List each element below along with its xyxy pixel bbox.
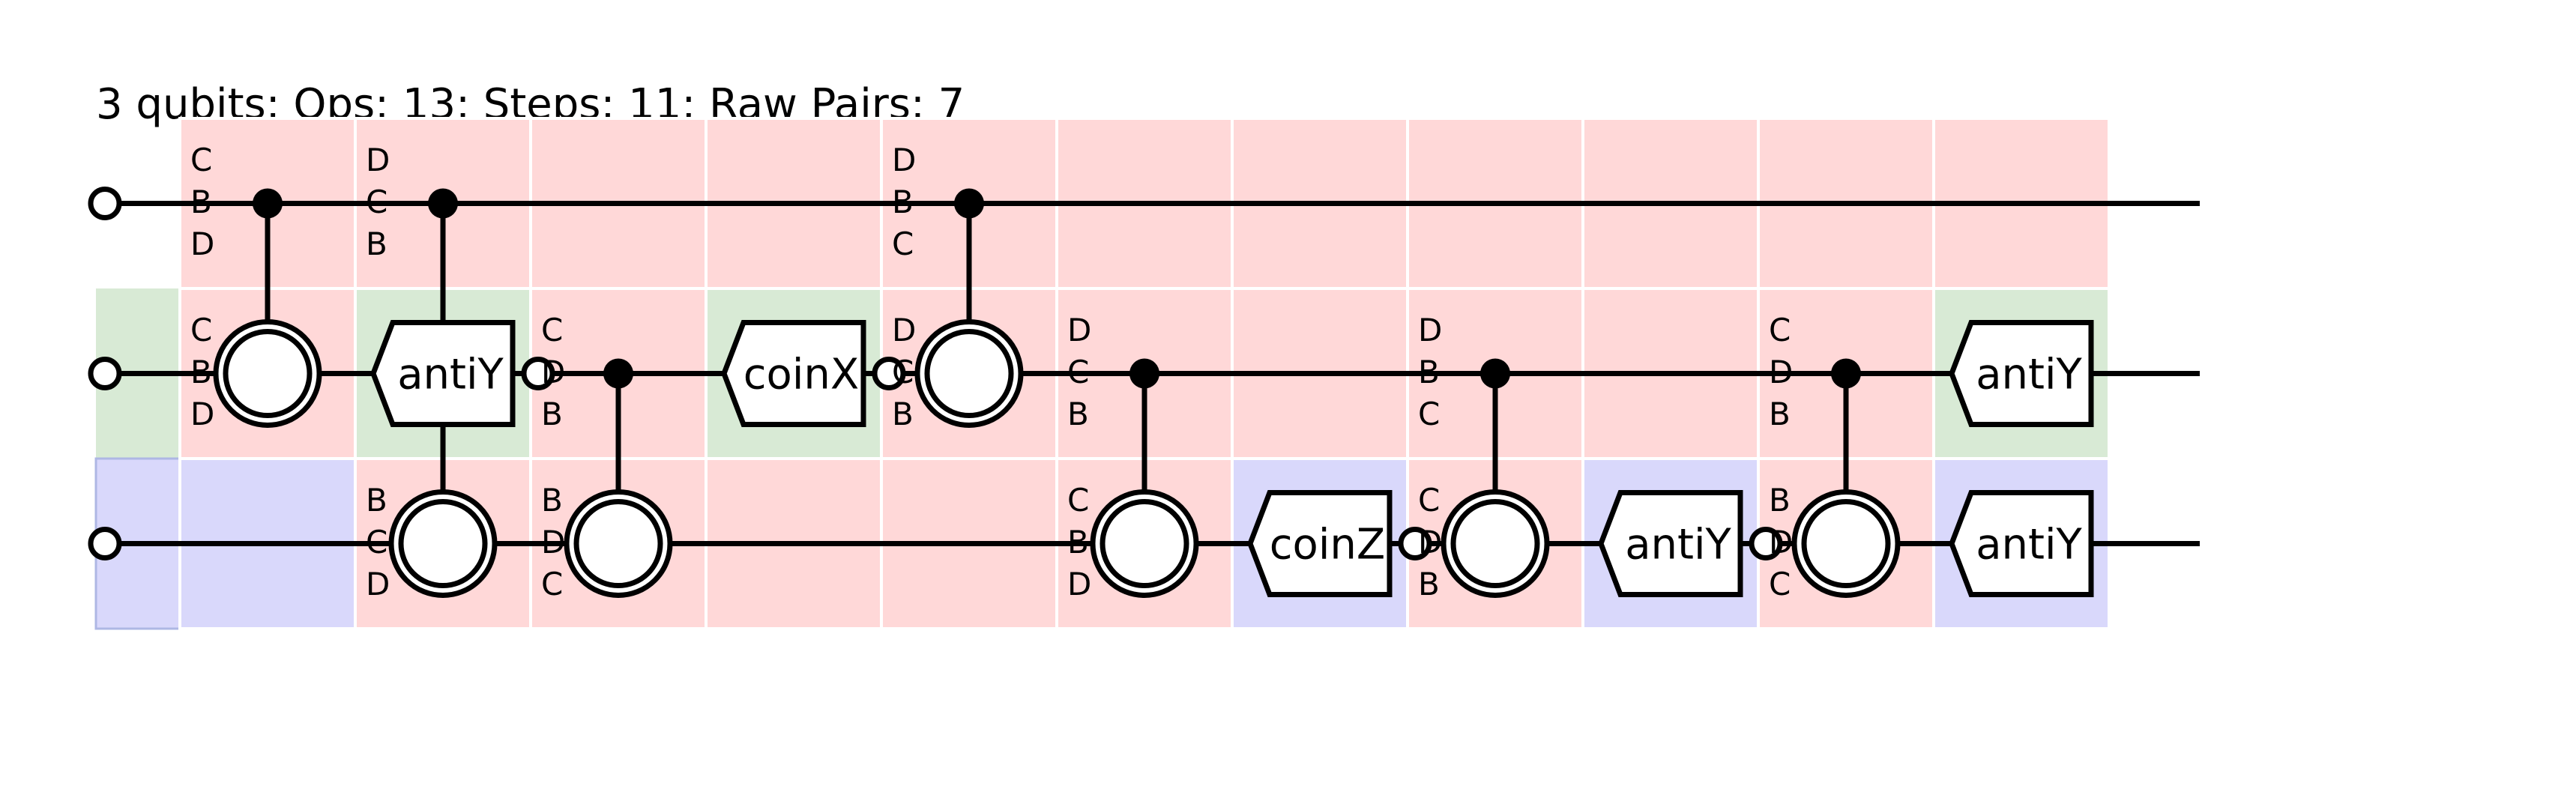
target-node <box>564 489 673 598</box>
pair-label: C <box>1067 482 1089 519</box>
gate-box: coinZ <box>1247 490 1432 597</box>
target-inner-ring <box>1100 499 1189 588</box>
gate-output-marker <box>1398 527 1432 560</box>
pair-label: B <box>1418 354 1440 390</box>
pair-label: B <box>190 354 212 390</box>
pair-label: D <box>541 524 565 560</box>
pair-label: C <box>541 566 563 602</box>
target-inner-ring <box>223 329 313 418</box>
gate-box: antiY <box>1598 490 1783 597</box>
gate-label: antiY <box>1976 351 2082 399</box>
pair-label: C <box>1067 354 1089 390</box>
pair-label: B <box>1418 566 1440 602</box>
pair-label: C <box>1418 482 1440 519</box>
pair-label: C <box>1418 396 1440 432</box>
pair-label: C <box>892 226 914 262</box>
gate-label: coinZ <box>1270 521 1385 569</box>
pair-label: B <box>1769 482 1791 519</box>
pair-label: D <box>1769 354 1793 390</box>
target-node <box>914 319 1024 428</box>
pair-label: D <box>190 226 214 262</box>
pair-label: B <box>1067 396 1089 432</box>
circuit-operations: antiY coinX coinZ antiY antiY antiY <box>213 188 2094 598</box>
target-node <box>1791 489 1901 598</box>
pair-label: B <box>541 482 563 519</box>
gate-label: antiY <box>397 351 504 399</box>
control-dot <box>253 188 283 219</box>
target-node <box>1441 489 1550 598</box>
pair-label: B <box>366 482 387 519</box>
gate-outline <box>1949 490 2094 597</box>
pair-label: D <box>1067 312 1091 348</box>
gate-outline <box>370 320 516 427</box>
pair-label: D <box>1769 524 1793 560</box>
pair-label: C <box>1769 312 1791 348</box>
gate-box: antiY <box>370 320 555 427</box>
target-node <box>1090 489 1199 598</box>
pair-label: C <box>190 312 212 348</box>
wire-start-marker <box>88 357 122 390</box>
pair-label: C <box>190 142 212 178</box>
gate-label: antiY <box>1625 521 1731 569</box>
pair-label: D <box>1418 312 1442 348</box>
target-node <box>388 489 498 598</box>
pair-label: D <box>892 312 916 348</box>
control-dot <box>428 188 458 219</box>
gate-outline <box>1598 490 1743 597</box>
gate-label: coinX <box>743 351 859 399</box>
pair-label: B <box>1067 524 1089 560</box>
pair-label: D <box>366 142 390 178</box>
pair-label: C <box>1769 566 1791 602</box>
pair-label: D <box>190 396 214 432</box>
pair-label: B <box>366 226 387 262</box>
target-inner-ring <box>1450 499 1540 588</box>
gate-label: antiY <box>1976 521 2082 569</box>
gate-output-marker <box>1749 527 1783 560</box>
pair-label: B <box>541 396 563 432</box>
gate-outline <box>1949 320 2094 427</box>
control-dot <box>603 358 633 389</box>
control-dot <box>1480 358 1510 389</box>
control-dot <box>954 188 984 219</box>
target-inner-ring <box>924 329 1014 418</box>
target-node <box>213 319 322 428</box>
control-dot <box>1831 358 1861 389</box>
pair-label: B <box>1769 396 1791 432</box>
gate-output-marker <box>521 357 555 390</box>
pair-label: C <box>541 312 563 348</box>
pair-label: C <box>892 354 914 390</box>
pair-label: D <box>1067 566 1091 602</box>
target-inner-ring <box>573 499 663 588</box>
target-inner-ring <box>1801 499 1891 588</box>
pair-label: B <box>190 184 212 220</box>
gate-output-marker <box>872 357 906 390</box>
pair-label: C <box>366 184 387 220</box>
wire-start-marker <box>88 527 122 560</box>
pair-labels: CBDCBDDCBBCDCDBBDCDBCDCBDCBCBDDBCCDBCDBB… <box>190 142 1793 602</box>
target-inner-ring <box>398 499 488 588</box>
pair-label: B <box>892 184 914 220</box>
pair-label: C <box>366 524 387 560</box>
gate-box: antiY <box>1949 490 2094 597</box>
pair-label: B <box>892 396 914 432</box>
gate-outline <box>721 320 866 427</box>
pair-label: D <box>541 354 565 390</box>
pair-label: D <box>892 142 916 178</box>
pair-label: D <box>1418 524 1442 560</box>
wire-start-marker <box>88 187 122 220</box>
gate-outline <box>1247 490 1393 597</box>
gate-box: coinX <box>721 320 906 427</box>
pair-label: D <box>366 566 390 602</box>
gate-box: antiY <box>1949 320 2094 427</box>
control-dot <box>1129 358 1159 389</box>
